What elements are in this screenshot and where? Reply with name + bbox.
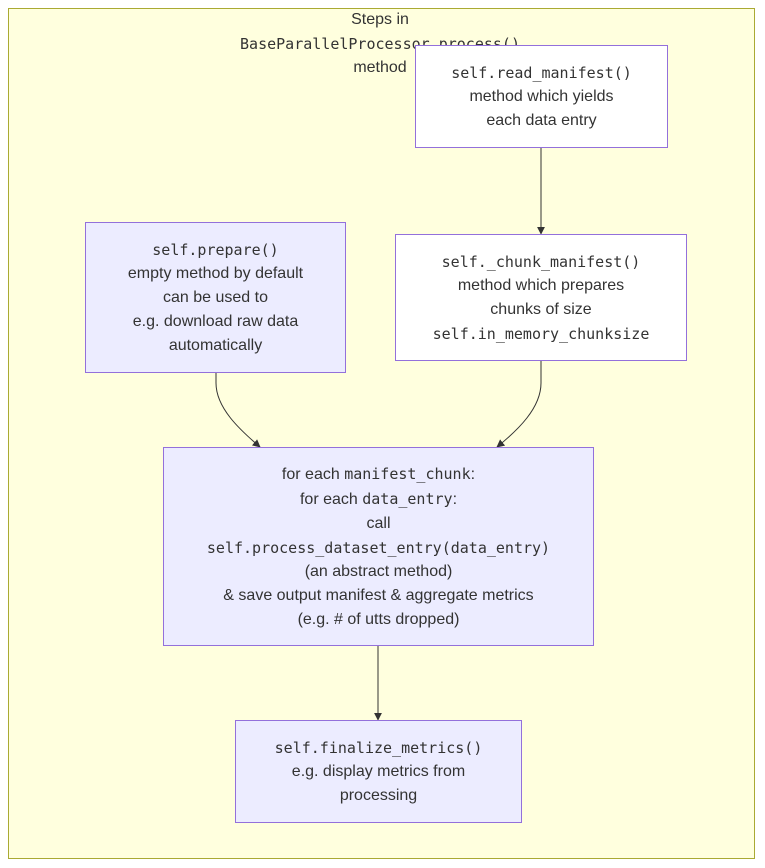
edge-chunk-to-process bbox=[496, 361, 542, 448]
node-chunk-manifest-line2: method which prepares bbox=[457, 276, 625, 294]
node-chunk-manifest-code: self._chunk_manifest() bbox=[441, 252, 641, 271]
node-finalize-line2: e.g. display metrics from bbox=[291, 762, 466, 780]
node-process-line4-code: self.process_dataset_entry(data_entry) bbox=[206, 538, 551, 557]
node-chunk-manifest: self._chunk_manifest() method which prep… bbox=[395, 234, 687, 361]
node-process-line1-prefix: for each bbox=[281, 465, 345, 483]
node-read-manifest-line2: method which yields bbox=[469, 87, 614, 105]
node-finalize-line3: processing bbox=[339, 786, 418, 804]
node-prepare-code: self.prepare() bbox=[152, 240, 279, 259]
edge-prepare-to-process bbox=[215, 373, 261, 448]
node-process-line5: (an abstract method) bbox=[304, 562, 453, 580]
node-chunk-manifest-line3: chunks of size bbox=[490, 300, 592, 318]
subgraph-title-line1: Steps in bbox=[351, 11, 409, 28]
node-prepare-line5: automatically bbox=[168, 336, 263, 354]
node-process-line2-code: data_entry bbox=[362, 489, 453, 508]
node-process-line6: & save output manifest & aggregate metri… bbox=[223, 586, 534, 604]
subgraph-title-line3: method bbox=[353, 59, 407, 76]
node-process-line2-prefix: for each bbox=[299, 490, 363, 508]
node-chunk-manifest-code2: self.in_memory_chunksize bbox=[432, 324, 650, 343]
node-finalize-metrics: self.finalize_metrics() e.g. display met… bbox=[235, 720, 522, 823]
node-process-line7: (e.g. # of utts dropped) bbox=[297, 610, 460, 628]
node-process-line1-suffix: : bbox=[470, 465, 476, 483]
node-prepare-line3: can be used to bbox=[163, 288, 268, 306]
node-finalize-code: self.finalize_metrics() bbox=[274, 738, 483, 757]
node-read-manifest-code: self.read_manifest() bbox=[451, 63, 632, 82]
node-read-manifest-line3: each data entry bbox=[486, 111, 597, 129]
node-prepare-line4: e.g. download raw data bbox=[132, 312, 299, 330]
node-read-manifest: self.read_manifest() method which yields… bbox=[415, 45, 668, 148]
node-process: for each manifest_chunk: for each data_e… bbox=[163, 447, 594, 646]
node-process-line1: for each manifest_chunk: bbox=[282, 462, 475, 487]
node-prepare: self.prepare() empty method by default c… bbox=[85, 222, 346, 373]
node-process-line3: call bbox=[366, 514, 391, 532]
node-process-line2: for each data_entry: bbox=[300, 487, 457, 512]
node-process-line1-code: manifest_chunk bbox=[344, 464, 471, 483]
node-process-line2-suffix: : bbox=[452, 490, 458, 508]
node-prepare-line2: empty method by default bbox=[127, 264, 304, 282]
